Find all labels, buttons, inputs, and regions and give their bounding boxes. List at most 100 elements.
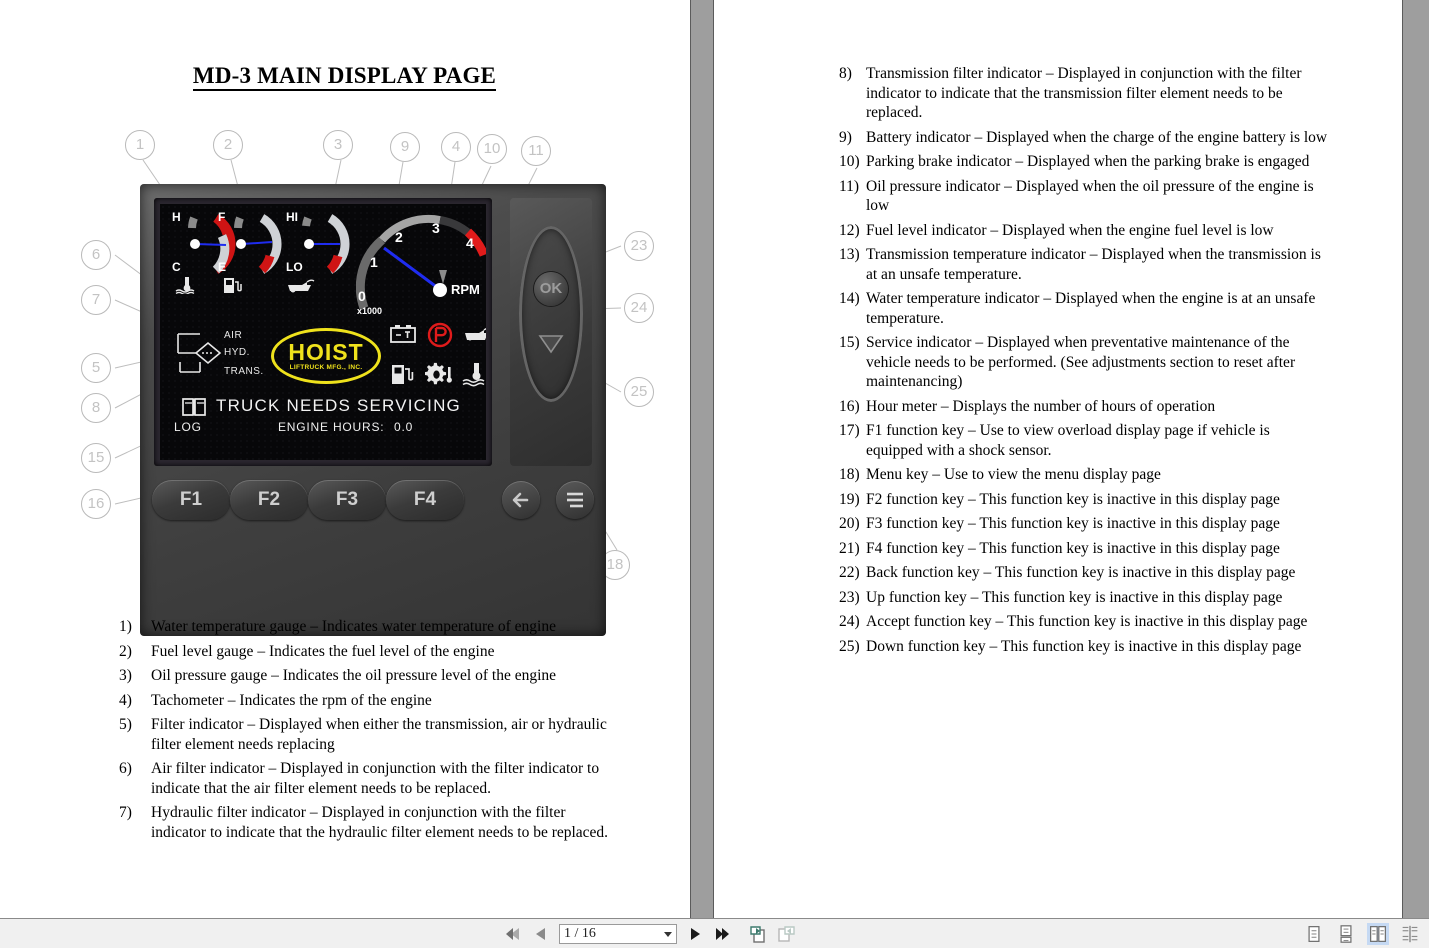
legend-item-text: F4 function key – This function key is i… <box>866 539 1280 557</box>
callout-23: 23 <box>624 231 654 261</box>
f4-key[interactable]: F4 <box>386 480 464 520</box>
legend-item-text: Hour meter – Displays the number of hour… <box>866 397 1216 415</box>
legend-item-number: 17) <box>839 422 860 439</box>
legend-item: 13)Transmission temperature indicator – … <box>839 245 1329 284</box>
back-key[interactable] <box>502 481 540 519</box>
legend-item-text: Water temperature gauge – Indicates wate… <box>151 618 556 635</box>
legend-item-text: Tachometer – Indicates the rpm of the en… <box>151 691 432 709</box>
legend-item-number: 1) <box>119 618 132 635</box>
legend-item: 20)F3 function key – This function key i… <box>839 514 1329 534</box>
legend-item-number: 3) <box>119 667 132 684</box>
callout-5: 5 <box>81 353 111 383</box>
tach-unit-label: RPM <box>451 282 480 297</box>
log-label: LOG <box>174 420 202 434</box>
legend-item: 17) F1 function key – Use to view overlo… <box>839 421 1329 460</box>
trans-filter-label: TRANS. <box>224 366 264 377</box>
service-status-line: TRUCK NEEDS SERVICING <box>182 394 482 418</box>
continuous-page-view[interactable] <box>1335 923 1357 945</box>
battery-indicator-icon <box>390 325 416 343</box>
document-viewport[interactable]: MD-3 MAIN DISPLAY PAGE <box>0 0 1429 918</box>
page-number-value: 1 / 16 <box>564 926 596 941</box>
water-temperature-gauge: H C <box>168 210 238 294</box>
md3-display-device: H C <box>140 184 606 636</box>
legend-item-text: Oil pressure indicator – Displayed when … <box>866 177 1314 215</box>
lcd-bezel: H C <box>154 198 492 466</box>
legend-item: 2)Fuel level gauge – Indicates the fuel … <box>119 642 617 662</box>
tach-tick-1: 1 <box>370 254 378 270</box>
f2-key[interactable]: F2 <box>230 480 308 520</box>
fuel-level-gauge: F E <box>214 210 284 294</box>
document-page-right: 8)Transmission filter indicator – Displa… <box>713 0 1403 918</box>
first-page-icon[interactable] <box>505 925 523 943</box>
callout-9: 9 <box>390 132 420 162</box>
legend-item-text: Battery indicator – Displayed when the c… <box>866 128 1328 146</box>
page-navigation-controls: 1 / 16 <box>505 919 797 948</box>
page-number-combobox[interactable]: 1 / 16 <box>559 924 677 944</box>
continuous-two-page-view[interactable] <box>1399 923 1421 945</box>
legend-item-text: Service indicator – Displayed when preve… <box>866 334 1296 390</box>
indicator-icon-grid <box>388 322 486 392</box>
oil-pressure-indicator-icon <box>465 327 486 341</box>
single-page-view[interactable] <box>1303 923 1325 945</box>
nav-oval-ring <box>519 226 583 402</box>
callout-6: 6 <box>81 240 111 270</box>
legend-item-text: F1 function key – Use to view overload d… <box>866 422 1270 459</box>
md3-display-diagram: 1 2 3 9 4 10 11 6 7 5 8 15 16 23 24 25 1… <box>0 110 691 636</box>
tach-tick-3: 3 <box>432 220 440 236</box>
next-page-icon[interactable] <box>686 925 704 943</box>
gauge-arc <box>188 214 236 274</box>
legend-item-number: 7) <box>119 804 132 821</box>
callout-10: 10 <box>477 134 507 164</box>
down-arrow-icon[interactable] <box>538 334 564 354</box>
legend-item: 23)Up function key – This function key i… <box>839 588 1329 608</box>
menu-icon <box>567 492 583 508</box>
legend-item-number: 11) <box>839 177 860 195</box>
hoist-logo-name: HOIST <box>288 339 364 365</box>
last-page-icon[interactable] <box>713 925 731 943</box>
legend-item-number: 14) <box>839 290 860 307</box>
previous-page-icon[interactable] <box>532 925 550 943</box>
callout-24: 24 <box>624 293 654 323</box>
legend-item: 22)Back function key – This function key… <box>839 563 1329 583</box>
extract-page-icon[interactable] <box>748 924 768 944</box>
document-page-left: MD-3 MAIN DISPLAY PAGE <box>0 0 691 918</box>
legend-item-text: Fuel level indicator – Displayed when th… <box>866 221 1274 239</box>
filter-indicator-icon <box>177 333 222 373</box>
tach-tick-4: 4 <box>466 235 474 251</box>
legend-item-number: 9) <box>839 128 852 146</box>
legend-item: 7)Hydraulic filter indicator – Displayed… <box>119 803 617 842</box>
legend-item-text: Back function key – This function key is… <box>866 564 1296 581</box>
legend-item-number: 2) <box>119 642 132 660</box>
legend-item-number: 15) <box>839 334 860 351</box>
parking-brake-indicator-icon <box>427 322 453 348</box>
two-page-view[interactable] <box>1367 923 1389 945</box>
menu-key[interactable] <box>556 481 594 519</box>
ok-button[interactable]: OK <box>534 272 568 306</box>
view-mode-controls <box>1303 919 1421 948</box>
hyd-filter-label: HYD. <box>224 347 250 358</box>
tach-multiplier: x1000 <box>357 306 383 316</box>
legend-item-number: 6) <box>119 760 132 777</box>
legend-item-number: 19) <box>839 490 860 508</box>
legend-item: 18)Menu key – Use to view the menu displ… <box>839 465 1329 485</box>
legend-item-text: Water temperature indicator – Displayed … <box>866 290 1316 327</box>
legend-item-number: 25) <box>839 637 860 655</box>
service-book-icon <box>182 398 206 416</box>
transmission-temp-indicator-icon <box>425 362 452 385</box>
legend-item-number: 10) <box>839 153 860 170</box>
legend-item-text: F3 function key – This function key is i… <box>866 515 1280 532</box>
legend-item-text: Menu key – Use to view the menu display … <box>866 466 1161 483</box>
legend-item: 24)Accept function key – This function k… <box>839 612 1329 632</box>
legend-item: 25)Down function key – This function key… <box>839 637 1329 657</box>
insert-page-icon[interactable] <box>777 924 797 944</box>
f3-key[interactable]: F3 <box>308 480 386 520</box>
legend-item: 19)F2 function key – This function key i… <box>839 490 1329 510</box>
callout-16: 16 <box>81 489 111 519</box>
fuel-pump-icon <box>224 278 242 293</box>
callout-2: 2 <box>213 130 243 160</box>
chevron-down-icon[interactable] <box>664 931 672 937</box>
f1-key[interactable]: F1 <box>152 480 230 520</box>
legend-item-text: Filter indicator – Displayed when either… <box>151 716 607 753</box>
hour-meter-line: LOG ENGINE HOURS: 0.0 <box>174 418 486 438</box>
